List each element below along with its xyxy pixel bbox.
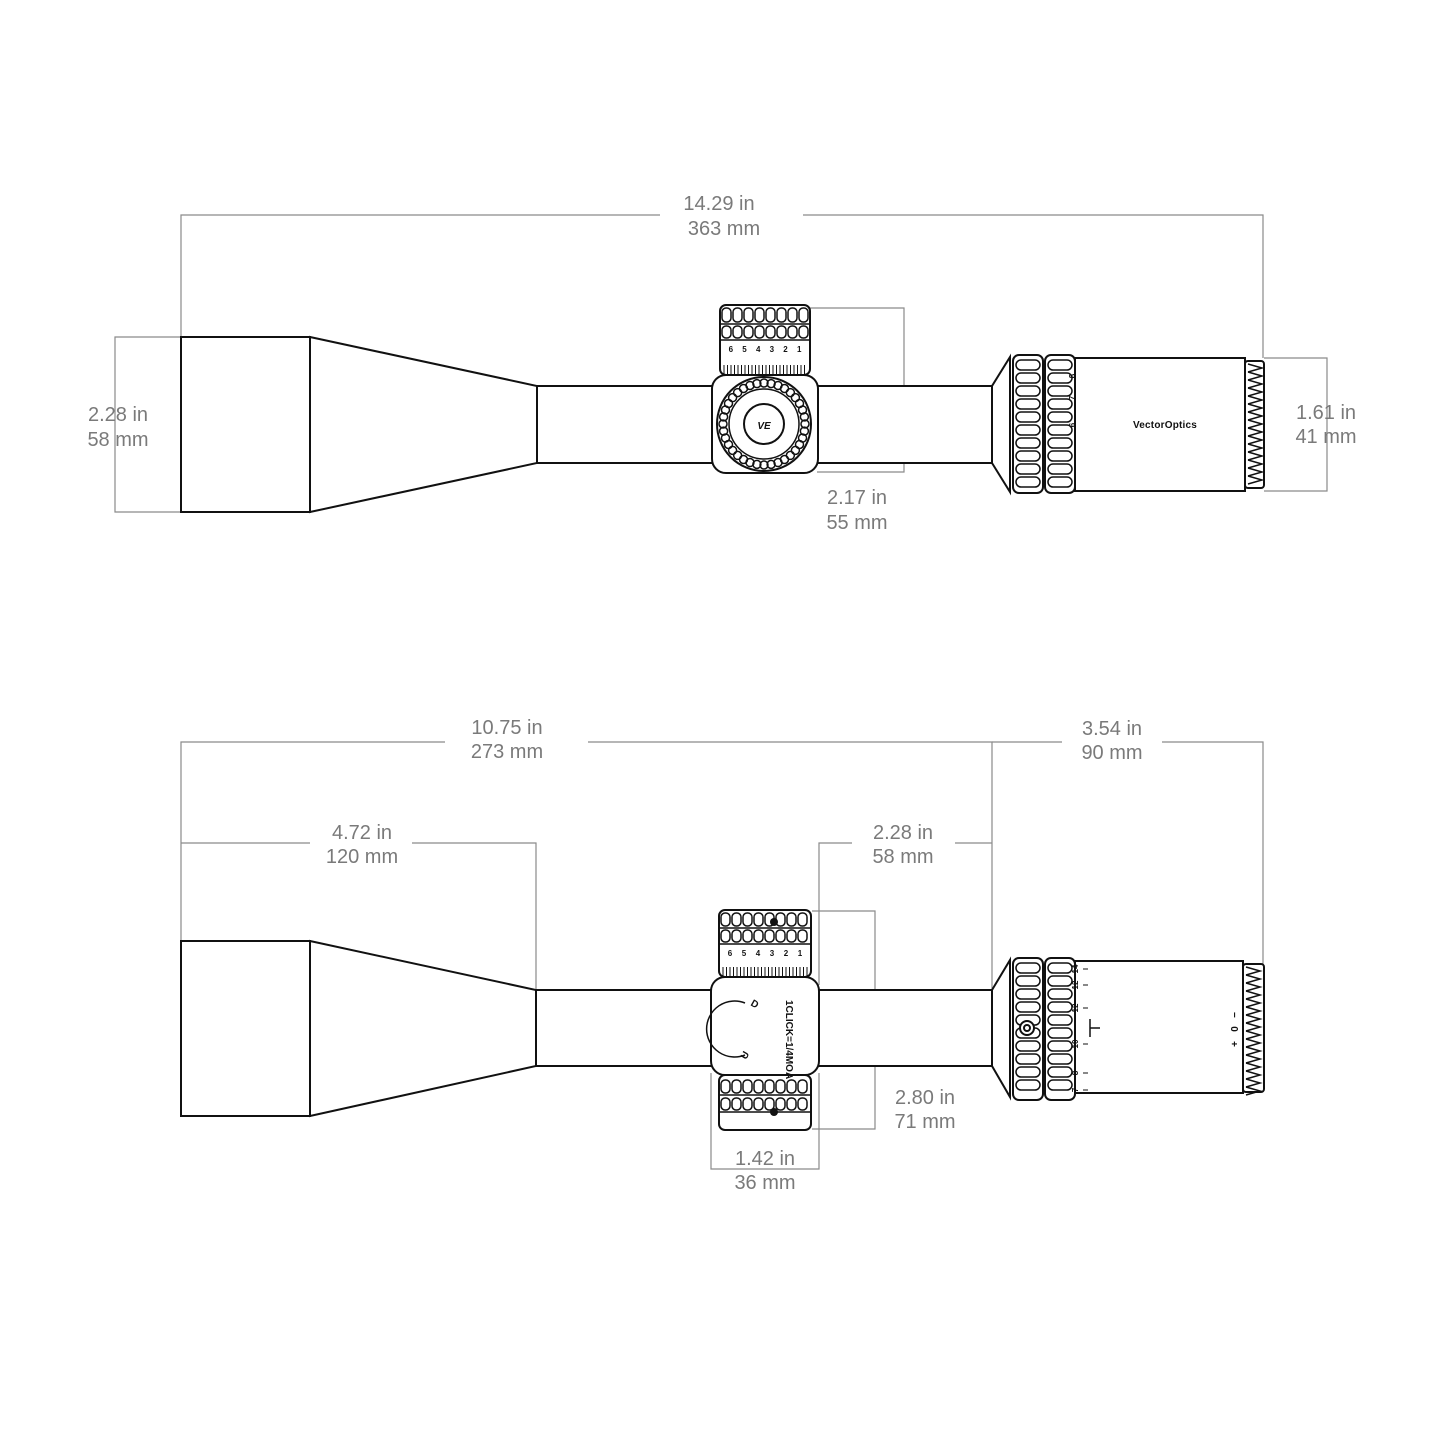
turret-dot-top: [770, 918, 778, 926]
turret-height-mm: 55 mm: [826, 512, 887, 534]
diopter-marks: + 0 −: [1230, 1012, 1241, 1047]
top-view: 14.29 in 363 mm 2.28 in 58 mm 1.61 in 41…: [87, 193, 1356, 534]
turret-height-dimension: 2.17 in 55 mm: [810, 307, 905, 534]
saddle-width-dimension: 1.42 in 36 mm: [710, 1073, 820, 1194]
turret-scale-number: 2: [783, 345, 788, 354]
mag-number: 6: [1068, 422, 1077, 427]
turret-saddle-side: [710, 976, 820, 1076]
objective-taper-side: [309, 939, 537, 1118]
turret-span-mm: 71 mm: [894, 1111, 955, 1133]
windage-dial: D U 1CLICK=1/4MOA: [705, 998, 794, 1079]
turret-scale-number: 3: [770, 949, 775, 958]
saddle-to-ring-in: 2.28 in: [873, 822, 933, 844]
saddle-to-ring-dimension: 2.28 in 58 mm: [818, 822, 992, 985]
eyepiece-housing: [1074, 357, 1246, 492]
bell-length-mm: 120 mm: [326, 846, 398, 868]
front-length-mm: 273 mm: [471, 741, 543, 763]
objective-diameter-dimension: 2.28 in 58 mm: [87, 336, 181, 513]
mag-number-side: 7: [1071, 1087, 1080, 1092]
bell-length-dimension: 4.72 in 120 mm: [181, 822, 537, 990]
mag-number-side: 10: [1071, 1039, 1080, 1048]
dial-letter-d: D: [749, 998, 761, 1011]
mag-number-side: 8: [1071, 1070, 1080, 1075]
diopter-plus: +: [1230, 1041, 1241, 1047]
eyepiece-diameter-mm: 41 mm: [1295, 426, 1356, 448]
objective-bell-side: [180, 940, 311, 1117]
dial-letter-u: U: [739, 1050, 752, 1062]
turret-scale-number: 1: [798, 949, 803, 958]
objective-diameter-mm: 58 mm: [87, 429, 148, 451]
turret-scale-number: 4: [756, 949, 761, 958]
turret-scale-number: 4: [756, 345, 761, 354]
objective-diameter-in: 2.28 in: [88, 404, 148, 426]
diopter-zero: 0: [1230, 1026, 1241, 1032]
eyepiece-housing-side: [1074, 960, 1244, 1094]
turret-scale-number: 6: [729, 345, 734, 354]
bell-length-in: 4.72 in: [332, 822, 392, 844]
mag-number: 8: [1068, 373, 1077, 378]
mag-number-side: 14: [1071, 964, 1080, 973]
eyepiece-length-in: 3.54 in: [1082, 718, 1142, 740]
eyepiece-flare-side: [991, 956, 1011, 1101]
overall-length-in: 14.29 in: [683, 193, 754, 215]
side-view: 10.75 in 273 mm 3.54 in 90 mm 4.72 in 12…: [180, 717, 1265, 1194]
logo-badge: [743, 403, 785, 445]
mag-number: 7: [1068, 395, 1077, 400]
eyepiece-length-mm: 90 mm: [1081, 742, 1142, 764]
turret-scale-number: 5: [742, 949, 747, 958]
saddle-width-in: 1.42 in: [735, 1148, 795, 1170]
turret-height-in: 2.17 in: [827, 487, 887, 509]
turret-scale-number: 6: [728, 949, 733, 958]
saddle-to-ring-mm: 58 mm: [872, 846, 933, 868]
eyepiece-diameter-dimension: 1.61 in 41 mm: [1264, 357, 1357, 492]
mag-number-side: 12: [1071, 980, 1080, 989]
turret-scale-number: 2: [784, 949, 789, 958]
saddle-width-mm: 36 mm: [734, 1172, 795, 1194]
turret-scale-number: 1: [797, 345, 802, 354]
power-ring: [1012, 354, 1076, 494]
mag-ring-numbers: 8 7 6: [1068, 373, 1077, 427]
turret-span-in: 2.80 in: [895, 1087, 955, 1109]
overall-length-dimension: 14.29 in 363 mm: [180, 193, 1264, 358]
logo-icon: VE: [757, 421, 771, 432]
mag-scale: 14 12 12 10 8 7: [1071, 964, 1088, 1092]
mag-number-side: 12: [1071, 1003, 1080, 1012]
objective-bell: [180, 336, 311, 513]
objective-taper: [309, 335, 538, 514]
eyepiece-diameter-in: 1.61 in: [1296, 402, 1356, 424]
diopter-minus: −: [1230, 1012, 1241, 1018]
eyepiece-length-dimension: 3.54 in 90 mm: [992, 718, 1264, 965]
turret-scale-number: 3: [770, 345, 775, 354]
brand-label: VectorOptics: [1133, 420, 1197, 431]
front-length-in: 10.75 in: [471, 717, 542, 739]
eyepiece-flare: [991, 353, 1011, 496]
dial-click-text: 1CLICK=1/4MOA: [783, 1000, 794, 1079]
turret-scale-number: 5: [742, 345, 747, 354]
overall-length-mm: 363 mm: [688, 218, 760, 240]
turret-dot-bottom: [770, 1108, 778, 1116]
